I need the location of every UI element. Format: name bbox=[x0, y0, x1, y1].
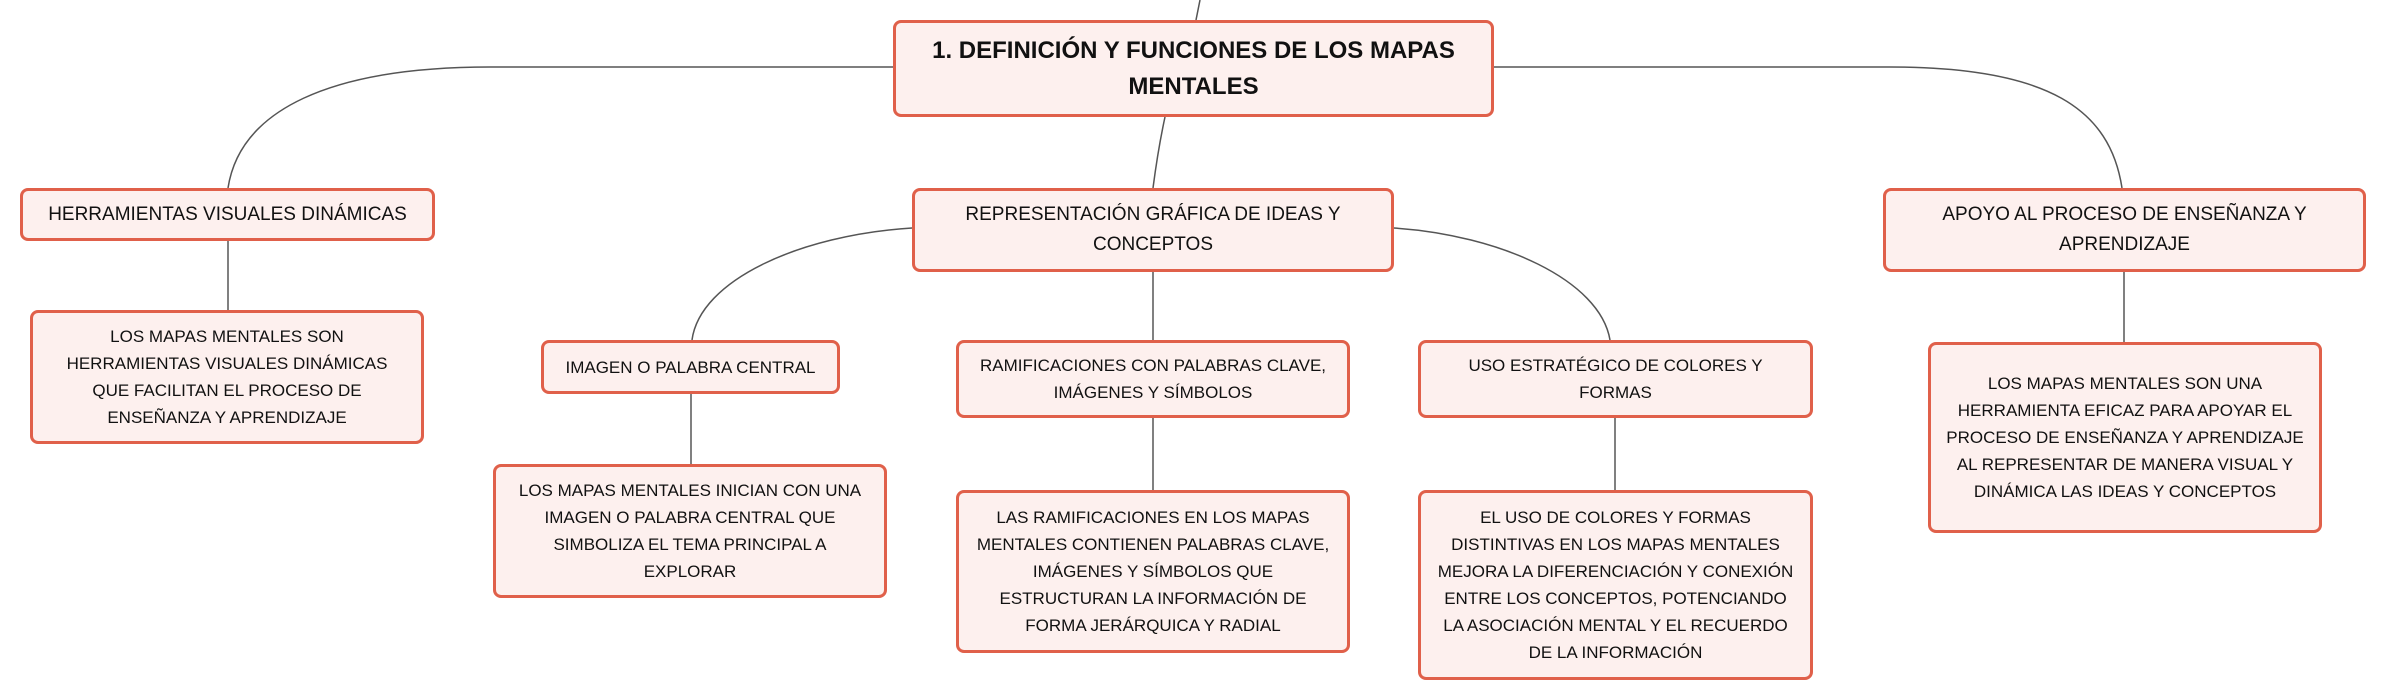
branch-center-node[interactable]: REPRESENTACIÓN GRÁFICA DE IDEAS Y CONCEP… bbox=[912, 188, 1394, 272]
link-root-center bbox=[1152, 116, 1166, 189]
branch-left-detail[interactable]: LOS MAPAS MENTALES SON HERRAMIENTAS VISU… bbox=[30, 310, 424, 444]
link-center-child1 bbox=[691, 227, 913, 341]
child3-label: USO ESTRATÉGICO DE COLORES Y FORMAS bbox=[1468, 356, 1763, 402]
branch-right-detail-text: LOS MAPAS MENTALES SON UNA HERRAMIENTA E… bbox=[1946, 374, 2304, 501]
branch-right-node[interactable]: APOYO AL PROCESO DE ENSEÑANZA Y APRENDIZ… bbox=[1883, 188, 2366, 272]
child3-detail-text: EL USO DE COLORES Y FORMAS DISTINTIVAS E… bbox=[1437, 508, 1794, 662]
child3-node[interactable]: USO ESTRATÉGICO DE COLORES Y FORMAS bbox=[1418, 340, 1813, 418]
child1-node[interactable]: IMAGEN O PALABRA CENTRAL bbox=[541, 340, 840, 394]
child1-detail[interactable]: LOS MAPAS MENTALES INICIAN CON UNA IMAGE… bbox=[493, 464, 887, 598]
child2-detail-text: LAS RAMIFICACIONES EN LOS MAPAS MENTALES… bbox=[976, 508, 1330, 635]
child3-detail[interactable]: EL USO DE COLORES Y FORMAS DISTINTIVAS E… bbox=[1418, 490, 1813, 680]
link-center-child3 bbox=[1393, 227, 1611, 341]
branch-right-label: APOYO AL PROCESO DE ENSEÑANZA Y APRENDIZ… bbox=[1942, 204, 2307, 255]
branch-center-label: REPRESENTACIÓN GRÁFICA DE IDEAS Y CONCEP… bbox=[965, 204, 1341, 255]
root-node[interactable]: 1. DEFINICIÓN Y FUNCIONES DE LOS MAPAS M… bbox=[893, 20, 1494, 117]
branch-right-detail[interactable]: LOS MAPAS MENTALES SON UNA HERRAMIENTA E… bbox=[1928, 342, 2322, 533]
child1-detail-text: LOS MAPAS MENTALES INICIAN CON UNA IMAGE… bbox=[518, 481, 862, 581]
branch-left-detail-text: LOS MAPAS MENTALES SON HERRAMIENTAS VISU… bbox=[66, 327, 388, 427]
root-title: 1. DEFINICIÓN Y FUNCIONES DE LOS MAPAS M… bbox=[932, 36, 1455, 100]
branch-left-label: HERRAMIENTAS VISUALES DINÁMICAS bbox=[48, 203, 407, 225]
link-root-right bbox=[1494, 66, 2123, 189]
child2-node[interactable]: RAMIFICACIONES CON PALABRAS CLAVE, IMÁGE… bbox=[956, 340, 1350, 418]
link-root-left bbox=[227, 66, 893, 189]
child2-detail[interactable]: LAS RAMIFICACIONES EN LOS MAPAS MENTALES… bbox=[956, 490, 1350, 653]
child2-label: RAMIFICACIONES CON PALABRAS CLAVE, IMÁGE… bbox=[979, 356, 1327, 402]
branch-left-node[interactable]: HERRAMIENTAS VISUALES DINÁMICAS bbox=[20, 188, 435, 241]
child1-label: IMAGEN O PALABRA CENTRAL bbox=[565, 357, 816, 377]
link-top-stub bbox=[1195, 0, 1201, 21]
